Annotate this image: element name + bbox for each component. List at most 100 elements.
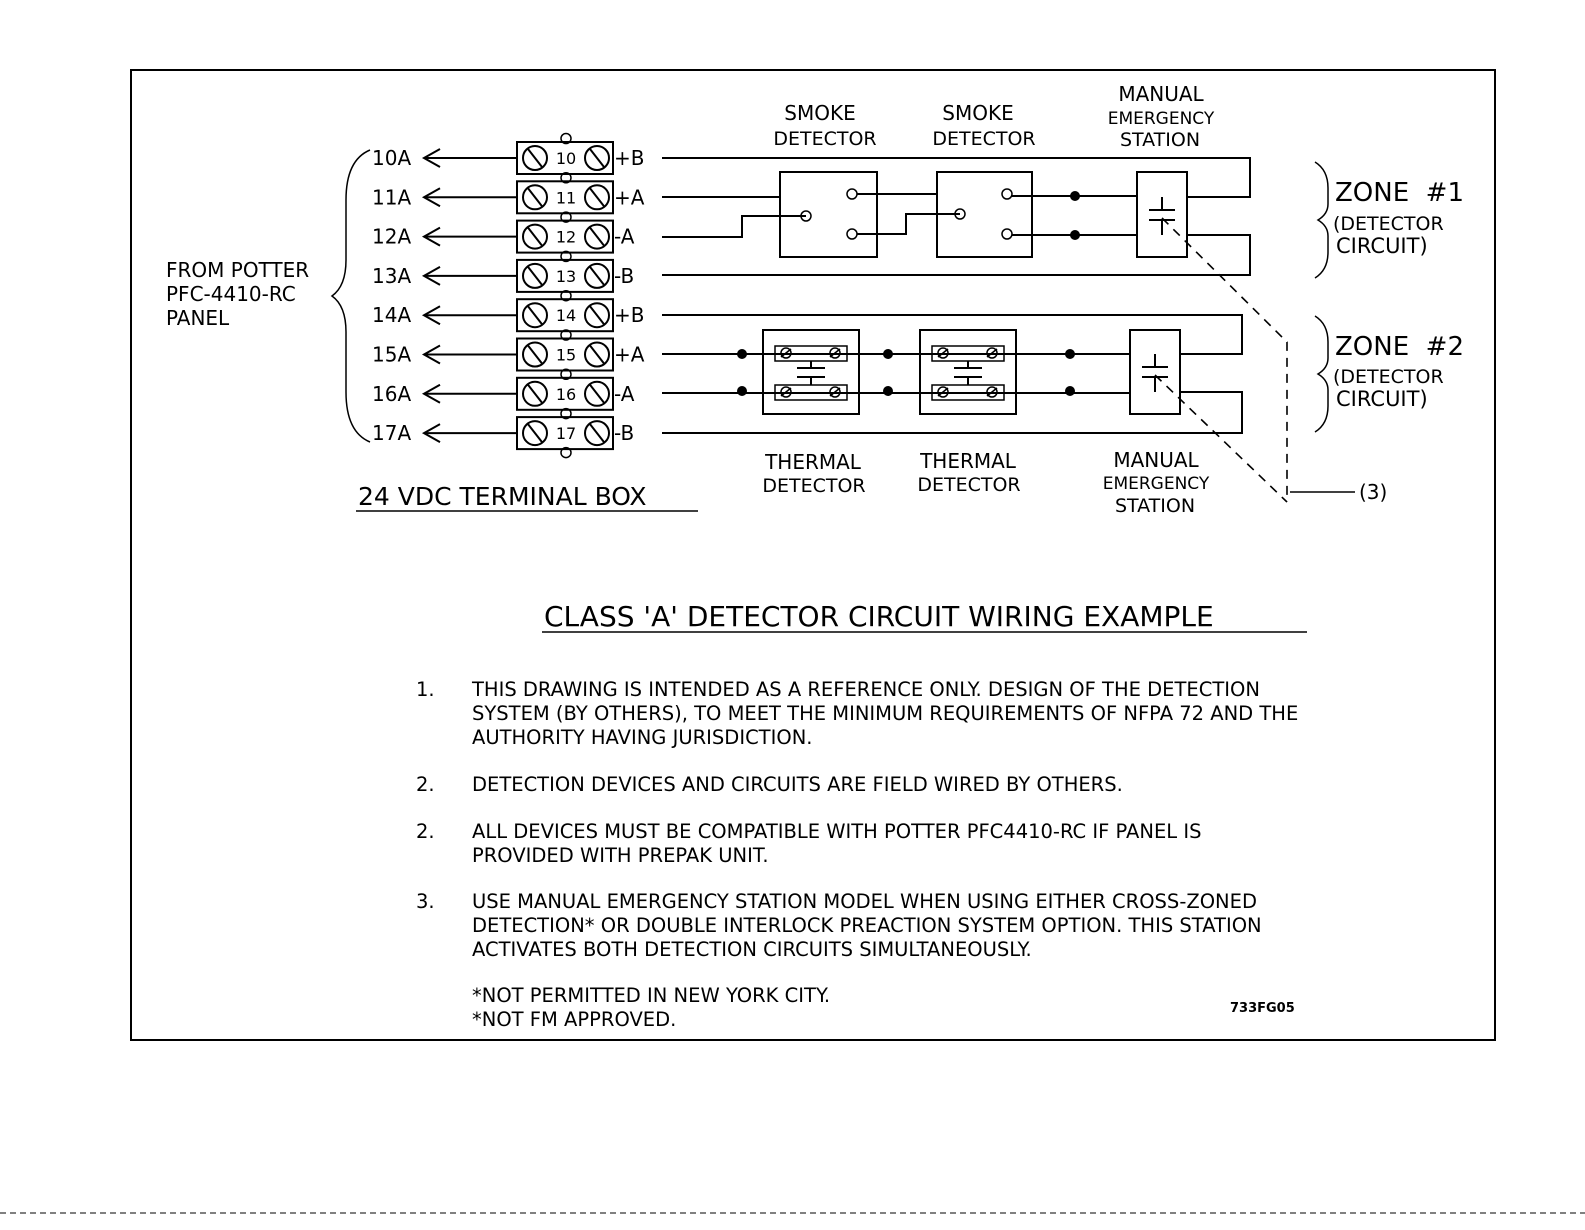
terminal-screw-icon [584, 262, 610, 289]
note-line: USE MANUAL EMERGENCY STATION MODEL WHEN … [472, 890, 1257, 913]
terminal-screw-icon [584, 420, 610, 447]
note-line: AUTHORITY HAVING JURISDICTION. [472, 726, 812, 749]
manual-station-top-label-line-1: MANUAL [1118, 82, 1204, 106]
terminal-block [516, 337, 614, 372]
diagram-title: CLASS 'A' DETECTOR CIRCUIT WIRING EXAMPL… [544, 600, 1214, 633]
note-number: 3. [416, 890, 435, 913]
wire-id-label: 11A [372, 185, 411, 209]
smoke-detector-2-label-line-1: SMOKE [942, 101, 1013, 125]
terminal-polarity: +B [614, 303, 644, 327]
thermal-detector-1-symbol [762, 329, 860, 415]
terminal-screw-icon [522, 302, 548, 329]
note-line: THIS DRAWING IS INTENDED AS A REFERENCE … [471, 678, 1260, 701]
drawing-code: 733FG05 [1230, 1001, 1295, 1016]
wire-id-label: 17A [372, 421, 411, 445]
panel-brace [330, 149, 371, 443]
manual-station-top-label-line-3: STATION [1120, 129, 1200, 151]
terminal-screw-icon [522, 145, 548, 171]
note-item: 2.ALL DEVICES MUST BE COMPATIBLE WITH PO… [416, 820, 1201, 867]
terminal-screw-icon [584, 145, 610, 171]
wire-id-label: 15A [372, 343, 411, 367]
terminal-block [516, 258, 614, 293]
terminal-polarity: -A [614, 382, 635, 406]
smoke-detector-2-symbol [936, 171, 1033, 258]
zone-1-sub-1: (DETECTOR [1333, 213, 1444, 235]
terminal-screw-icon [584, 184, 610, 211]
terminal-screw-icon [584, 302, 610, 329]
terminal-block [516, 376, 614, 411]
note-line: DETECTION* OR DOUBLE INTERLOCK PREACTION… [472, 914, 1262, 937]
thermal-detector-2-label-line-2: DETECTOR [917, 474, 1020, 496]
manual-station-top-label-line-2: EMERGENCY [1108, 109, 1215, 129]
terminal-polarity: -B [614, 264, 634, 288]
zone-1-title: ZONE #1 [1335, 178, 1464, 208]
terminal-screw-icon [522, 341, 548, 368]
thermal-detector-2-label-line-1: THERMAL [919, 449, 1017, 473]
smoke-detector-2-label-line-2: DETECTOR [932, 128, 1035, 150]
terminal-number: 14 [556, 306, 576, 325]
terminal-row: 14A 14 +B [372, 289, 644, 333]
zone-2-title: ZONE #2 [1335, 332, 1464, 362]
smoke-detector-1-label-line-1: SMOKE [784, 101, 855, 125]
footnote-1: *NOT PERMITTED IN NEW YORK CITY. [472, 984, 830, 1007]
zone-2-sub-2: CIRCUIT) [1336, 387, 1428, 411]
terminal-number: 16 [556, 385, 576, 404]
wire-id-label: 12A [372, 225, 411, 249]
zone-2-sub-1: (DETECTOR [1333, 366, 1444, 388]
terminal-row: 10A 10 +B [372, 132, 644, 175]
terminal-box-label: 24 VDC TERMINAL BOX [358, 482, 647, 511]
terminal-screw-icon [522, 420, 548, 447]
drawing-frame [130, 69, 1496, 1041]
wire-id-label: 13A [372, 264, 411, 288]
note-line: DETECTION DEVICES AND CIRCUITS ARE FIELD… [472, 773, 1123, 796]
callout-3: (3) [1359, 480, 1387, 504]
terminal-block [516, 298, 614, 333]
zone-1-brace [1314, 161, 1329, 279]
thermal-detector-1-label-line-2: DETECTOR [762, 475, 865, 497]
zone-2-brace [1314, 315, 1329, 433]
terminal-screw-icon [522, 223, 548, 250]
wire-id-label: 14A [372, 303, 411, 327]
terminal-number: 17 [556, 424, 576, 443]
terminal-polarity: +A [614, 343, 645, 367]
terminal-polarity: +A [614, 185, 645, 209]
terminal-number: 10 [556, 149, 576, 168]
note-line: ALL DEVICES MUST BE COMPATIBLE WITH POTT… [472, 820, 1201, 843]
terminal-screw-icon [522, 380, 548, 407]
terminal-row: 15A 15 +A [372, 329, 645, 372]
terminal-block [516, 141, 614, 175]
terminal-screw-icon [584, 380, 610, 407]
manual-station-bottom-label-line-2: EMERGENCY [1103, 474, 1210, 494]
note-line: PROVIDED WITH PREPAK UNIT. [472, 844, 769, 867]
terminal-polarity: -A [614, 225, 635, 249]
terminal-number: 15 [556, 346, 576, 365]
note-line: SYSTEM (BY OTHERS), TO MEET THE MINIMUM … [472, 702, 1298, 725]
manual-station-bottom-symbol [1129, 329, 1181, 415]
terminal-number: 12 [556, 228, 576, 247]
panel-label-line-3: PANEL [166, 306, 230, 330]
terminal-polarity: +B [614, 146, 644, 170]
terminal-screw-icon [584, 341, 610, 368]
terminal-block [516, 416, 614, 451]
terminal-row: 12A 12 -A [372, 211, 635, 254]
terminal-screw-icon [522, 184, 548, 211]
manual-station-bottom-label-line-1: MANUAL [1113, 448, 1199, 472]
manual-station-top-symbol [1136, 171, 1188, 258]
smoke-detector-1-symbol [779, 171, 878, 258]
terminal-screw-icon [584, 223, 610, 250]
wire-id-label: 10A [372, 146, 411, 170]
note-item: 1.THIS DRAWING IS INTENDED AS A REFERENC… [416, 678, 1298, 749]
note-number: 2. [416, 773, 435, 796]
terminal-block [516, 180, 614, 215]
panel-label-line-1: FROM POTTER [166, 258, 309, 282]
terminal-screw-icon [522, 262, 548, 289]
thermal-detector-2-symbol [919, 329, 1017, 415]
terminal-block [516, 219, 614, 254]
